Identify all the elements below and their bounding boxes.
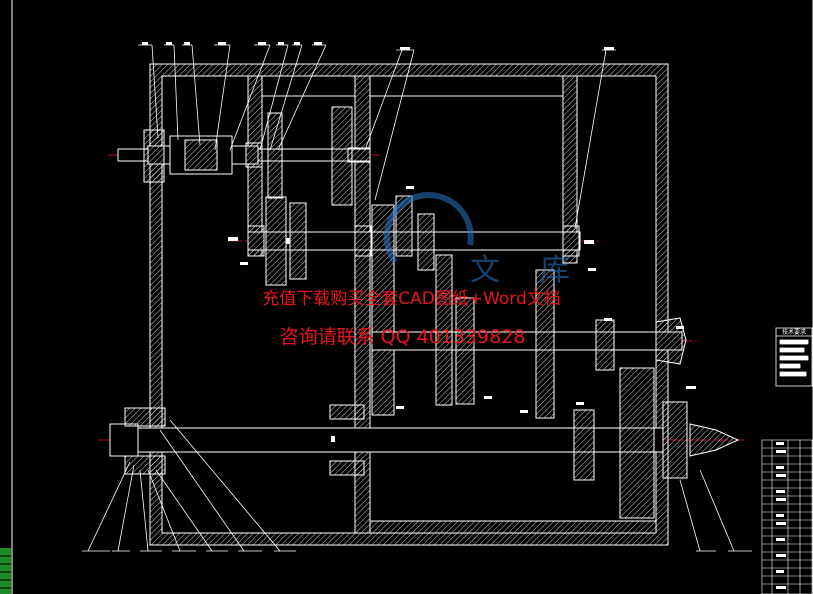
watermark-logo [383, 192, 474, 264]
watermark-line-2: 咨询请联系 QQ 401339828 [279, 326, 526, 348]
leader-lines-bottom [82, 419, 752, 552]
parts-list-table [761, 439, 813, 594]
intermediate-shaft-2 [371, 254, 687, 419]
input-shaft [117, 106, 371, 206]
side-labels [228, 186, 696, 442]
bolt-legend [0, 548, 11, 594]
part-number-tags-top [142, 42, 614, 50]
drawing-frame [11, 0, 813, 594]
sidebar-title: 技术要求 [782, 328, 806, 336]
parts-list-entries [776, 442, 786, 589]
watermark-line-1: 充值下载购买全套CAD图纸+Word文档 [262, 289, 561, 309]
watermark-logo-text: 文库 [470, 253, 610, 288]
leader-lines-top [138, 44, 616, 229]
technical-requirements-box [775, 327, 813, 387]
main-spindle [109, 367, 740, 519]
intermediate-shaft-1 [247, 195, 581, 416]
